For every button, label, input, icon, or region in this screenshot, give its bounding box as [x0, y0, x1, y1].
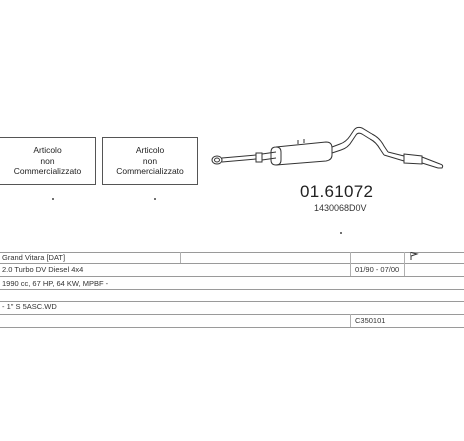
vehicle-model: Grand Vitara [DAT] [2, 253, 66, 262]
not-commercialized-box-1: Articolo non Commercializzato [0, 137, 96, 185]
box-line-1: Articolo [135, 145, 165, 156]
table-line [0, 289, 464, 290]
table-divider [404, 252, 405, 276]
table-line [0, 301, 464, 302]
engine-description: 2.0 Turbo DV Diesel 4x4 [2, 265, 84, 274]
part-number: 01.61072 [300, 182, 374, 201]
table-line [0, 327, 464, 328]
box-line-2: non [142, 155, 158, 166]
box-line-3: Commercializzato [116, 166, 184, 177]
flag-icon [410, 252, 419, 260]
production-years: 01/90 - 07/00 [355, 265, 400, 274]
table-line [0, 252, 464, 253]
marker-dot [340, 232, 342, 234]
table-divider [180, 252, 181, 263]
oem-code: 1430068D0V [314, 203, 367, 213]
not-commercialized-box-2: Articolo non Commercializzato [102, 137, 198, 185]
box-line-2: non [40, 155, 55, 166]
exhaust-system-diagram [211, 126, 444, 169]
marker-dot [154, 198, 156, 200]
box-line-1: Articolo [33, 145, 62, 156]
box-line-3: Commercializzato [13, 166, 82, 177]
engine-specs: 1990 cc, 67 HP, 64 KW, MPBF - [2, 279, 109, 288]
table-line [0, 276, 464, 277]
fitting-note: - 1" S 5ASC.WD [2, 302, 57, 311]
table-line [0, 314, 464, 315]
table-divider [350, 314, 351, 327]
reference-code: C350101 [355, 316, 386, 325]
table-divider [350, 252, 351, 276]
table-line [0, 263, 464, 264]
marker-dot [52, 198, 54, 200]
